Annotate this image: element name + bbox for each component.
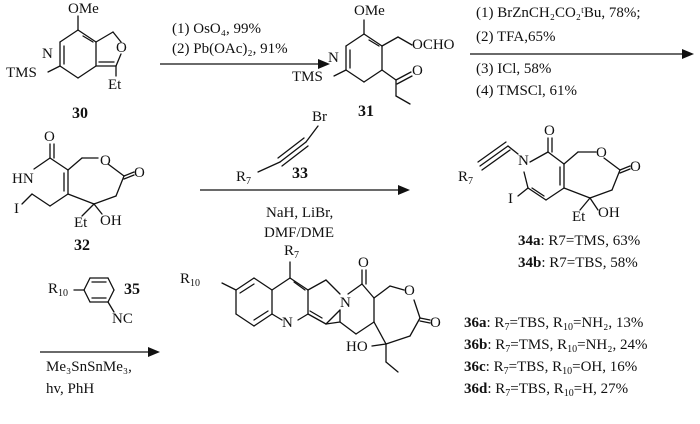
step2-condition-3: (3) ICl, 58% [476, 61, 552, 77]
result-36d: 36d: R7=TBS, R10=H, 27% [464, 381, 629, 399]
reagent-33-skeleton [257, 125, 319, 173]
compound-34-skeleton [477, 137, 631, 211]
step2-condition-1: (1) BrZnCH₂CO₂ᵗBu, 78%; [476, 5, 641, 21]
c32-ethyl-label: Et [74, 215, 88, 231]
c30-nitrogen-label: N [42, 46, 53, 62]
c36-carbonyl-oxygen-label: O [430, 315, 441, 331]
compound-32-skeleton [21, 143, 135, 217]
arrow-step-2 [470, 49, 694, 59]
result-36c-r10: OH [580, 359, 603, 375]
c36-r10-label: R10 [180, 271, 201, 289]
step1-condition-1: (1) OsO₄, 99% [172, 21, 261, 37]
c31-tms-label: TMS [292, 69, 323, 85]
result-34a-label: 34a [518, 233, 541, 249]
result-36c: 36c: R7=TBS, R10=OH, 16% [464, 359, 638, 377]
compound-31-label: 31 [358, 103, 374, 120]
c36-quinoline-nitrogen-label: N [282, 315, 293, 331]
step2-condition-2: (2) TFA,65% [476, 29, 556, 45]
reagent-35-label: 35 [124, 281, 140, 298]
c34-r7-label: R7 [458, 169, 474, 187]
reagent-35-isocyanide-label: NC [112, 311, 133, 327]
step3-condition-2: DMF/DME [264, 225, 335, 241]
result-36d-label: 36d [464, 381, 488, 397]
c36-hydroxyl-label: HO [346, 339, 368, 355]
reagent-33-bromo-label: Br [312, 109, 327, 125]
result-34a-text: : R7=TMS, 63% [540, 233, 641, 249]
result-36c-label: 36c [464, 359, 486, 375]
c34-carbonyl-oxygen-label: O [630, 159, 641, 175]
step4-condition-1: Me₃SnSnMe₃, [46, 359, 132, 375]
result-36d-r10: H [582, 381, 594, 397]
compound-36-skeleton [221, 261, 431, 373]
result-34b-text: : R7=TBS, 58% [541, 255, 638, 271]
c32-iodo-label: I [14, 201, 19, 217]
result-36b-label: 36b [464, 337, 488, 353]
c32-carbonyl-oxygen-label: O [134, 165, 145, 181]
c32-ring-oxygen-label: O [100, 153, 111, 169]
result-36a: 36a: R7=TBS, R10=NH₂, 13% [464, 315, 644, 333]
c34-ring-oxygen-label: O [596, 145, 607, 161]
arrow-step-4 [40, 347, 160, 357]
c31-nitrogen-label: N [328, 50, 339, 66]
c32-lactam-oxygen-label: O [44, 129, 55, 145]
result-36a-label: 36a [464, 315, 487, 331]
step1-condition-2: (2) Pb(OAc)₂, 91% [172, 41, 288, 57]
result-36c-yield: 16% [609, 359, 638, 375]
c32-hydroxyl-label: OH [100, 213, 122, 229]
result-36d-r7: TBS [518, 381, 547, 397]
result-36b-yield: 24% [619, 337, 648, 353]
result-34a: 34a: R7=TMS, 63% [518, 234, 640, 249]
compound-31-skeleton [333, 19, 413, 105]
c31-formate-label: OCHO [412, 37, 455, 53]
compound-30-skeleton [47, 15, 122, 79]
result-36c-r7: TBS [517, 359, 545, 375]
result-36b-r10: NH₂ [585, 337, 613, 353]
c34-lactam-oxygen-label: O [544, 123, 555, 139]
c34-hydroxyl-label: OH [598, 205, 620, 221]
c30-tms-label: TMS [6, 65, 37, 81]
reagent-35-skeleton [73, 277, 115, 313]
c36-lactam-oxygen-label: O [358, 255, 369, 271]
result-36b: 36b: R7=TMS, R10=NH₂, 24% [464, 337, 648, 355]
compound-32-label: 32 [74, 237, 90, 254]
c34-ethyl-label: Et [572, 209, 586, 225]
c36-ring-oxygen-label: O [404, 283, 415, 299]
c30-oxygen-label: O [116, 40, 127, 56]
reagent-33-r7-label: R7 [236, 169, 252, 187]
result-36a-r7: TBS [517, 315, 546, 331]
reagent-33-label: 33 [292, 165, 308, 182]
step2-condition-4: (4) TMSCl, 61% [476, 83, 577, 99]
result-34b: 34b: R7=TBS, 58% [518, 256, 638, 271]
c30-methoxy-label: OMe [68, 1, 99, 17]
reagent-35-r10-label: R10 [48, 281, 69, 299]
step3-condition-1: NaH, LiBr, [266, 205, 334, 221]
c32-hn-label: HN [12, 171, 34, 187]
result-36a-yield: 13% [615, 315, 644, 331]
arrow-step-1 [160, 59, 330, 69]
c36-pyridone-nitrogen-label: N [340, 295, 351, 311]
c30-ethyl-label: Et [108, 77, 122, 93]
result-36d-yield: 27% [600, 381, 629, 397]
c34-nitrogen-label: N [518, 153, 529, 169]
c31-methoxy-label: OMe [354, 3, 385, 19]
c31-ketone-oxygen-label: O [412, 63, 423, 79]
compound-30-label: 30 [72, 105, 88, 122]
c36-r7-label: R7 [284, 243, 300, 261]
step4-condition-2: hv, PhH [46, 381, 95, 397]
c34-iodo-label: I [508, 191, 513, 207]
result-34b-label: 34b [518, 255, 542, 271]
result-36a-r10: NH₂ [581, 315, 609, 331]
arrow-step-3 [200, 185, 410, 195]
result-36b-r7: TMS [518, 337, 550, 353]
